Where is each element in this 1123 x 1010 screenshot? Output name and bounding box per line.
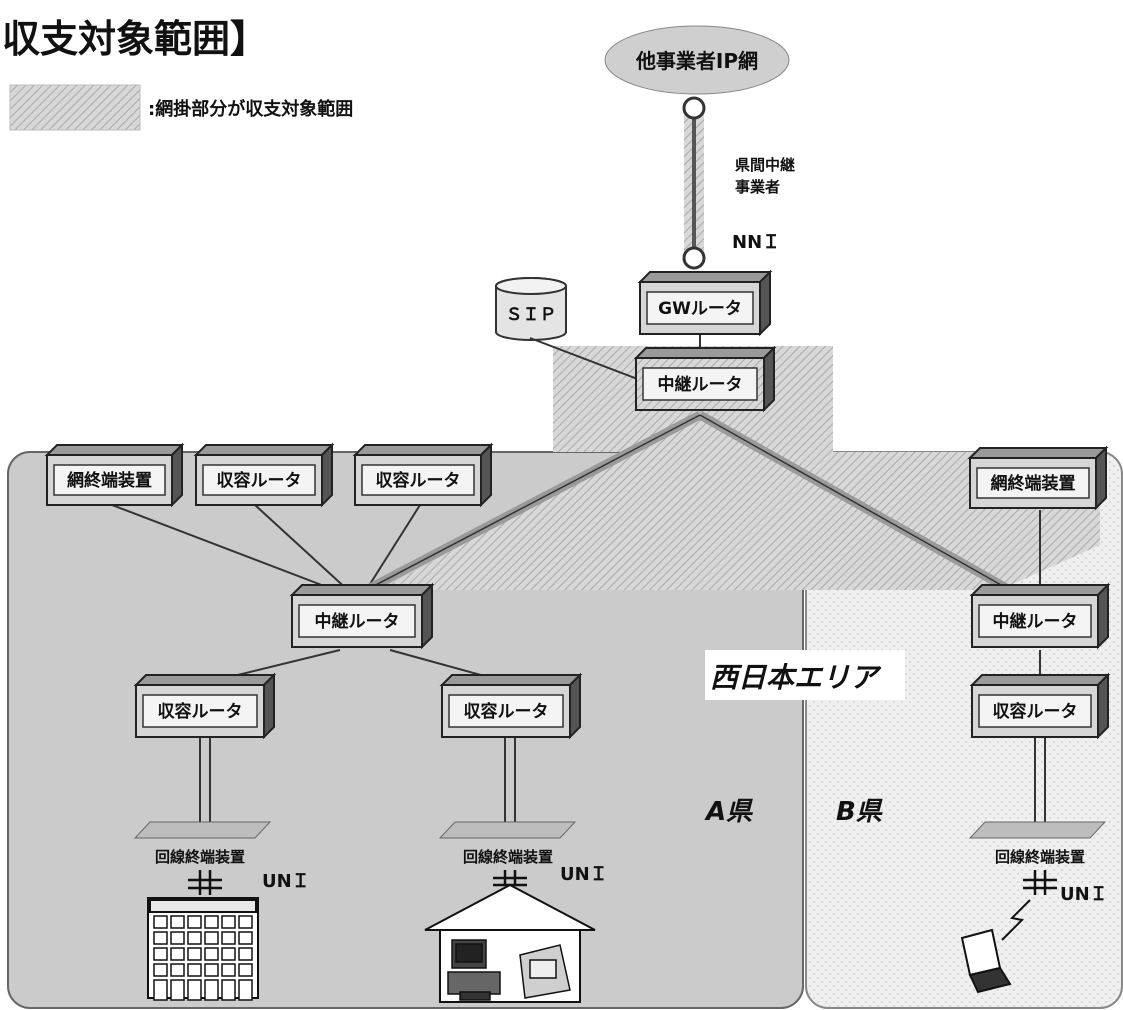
legend: :網掛部分が収支対象範囲 xyxy=(9,84,353,131)
a-line-terminal-1-label: 回線終端装置 xyxy=(155,848,245,866)
line-terminal-plates xyxy=(133,821,1107,839)
a-access-router-1-label: 収容ルータ xyxy=(217,470,302,491)
access-lines xyxy=(199,738,1046,822)
inter-pref-label-2: 事業者 xyxy=(735,178,780,196)
uni-label-a2: UNＩ xyxy=(560,864,608,885)
a-access-router-4-box: 収容ルータ xyxy=(439,672,583,740)
gw-router-label: GWルータ xyxy=(658,299,742,319)
pc-icon xyxy=(447,939,501,1001)
a-line-terminal-2-label: 回線終端装置 xyxy=(463,848,553,866)
b-relay-router-label: 中継ルータ xyxy=(993,611,1078,632)
legend-swatch xyxy=(9,84,141,131)
pref-b-label: B県 xyxy=(836,797,883,827)
b-line-terminal-label: 回線終端装置 xyxy=(995,848,1085,866)
a-access-router-2-label: 収容ルータ xyxy=(376,470,461,491)
a-access-router-1-box: 収容ルータ xyxy=(193,442,335,508)
legend-text: :網掛部分が収支対象範囲 xyxy=(148,98,353,120)
shaded-core-triangle xyxy=(380,415,1000,590)
a-relay-router-label: 中継ルータ xyxy=(315,611,400,632)
b-network-terminal-box: 網終端装置 xyxy=(967,445,1109,511)
pref-a-label: A県 xyxy=(704,797,753,827)
west-area-label-bg xyxy=(705,650,905,700)
building-windows xyxy=(153,915,253,1001)
west-area-label: 西日本エリア xyxy=(710,661,882,694)
a-network-terminal-box: 網終端装置 xyxy=(44,442,185,508)
inter-pref-label-1: 県間中継 xyxy=(735,156,795,174)
a-relay-router-box: 中継ルータ xyxy=(289,582,435,650)
nni-label: NNＩ xyxy=(732,232,780,253)
b-network-terminal-label: 網終端装置 xyxy=(991,473,1076,494)
b-access-router-box: 収容ルータ xyxy=(969,672,1111,740)
sip-server: ＳＩＰ xyxy=(495,277,567,341)
sip-label: ＳＩＰ xyxy=(506,305,557,325)
diagram-title: 収支対象範囲】 xyxy=(2,17,268,61)
phone-icon xyxy=(519,944,571,999)
link-lines xyxy=(111,335,1041,684)
uni-label-a1: UNＩ xyxy=(262,871,310,892)
cloud-label: 他事業者IP網 xyxy=(635,49,758,73)
core-relay-router-label: 中継ルータ xyxy=(658,374,743,395)
a-access-router-3-label: 収容ルータ xyxy=(158,701,243,722)
trunk-bottom-connector xyxy=(682,246,706,270)
a-access-router-4-label: 収容ルータ xyxy=(464,701,549,722)
other-carrier-cloud xyxy=(604,25,790,95)
a-access-router-2-box: 収容ルータ xyxy=(352,442,494,508)
wireless-icon xyxy=(1001,899,1031,941)
laptop-icon xyxy=(960,928,1012,994)
uni-label-b: UNＩ xyxy=(1060,884,1108,905)
trunk-top-connector xyxy=(682,96,706,120)
node-boxes: GWルータ中継ルータ網終端装置収容ルータ収容ルータ中継ルータ収容ルータ収容ルータ… xyxy=(44,269,1111,740)
uni-connectors xyxy=(188,870,1057,895)
gw-router-box: GWルータ xyxy=(637,269,773,337)
b-access-router-label: 収容ルータ xyxy=(993,701,1078,722)
a-network-terminal-label: 網終端装置 xyxy=(67,470,152,491)
a-access-router-3-box: 収容ルータ xyxy=(133,672,277,740)
core-relay-router-box: 中継ルータ xyxy=(633,345,777,413)
b-relay-router-box: 中継ルータ xyxy=(969,582,1111,650)
